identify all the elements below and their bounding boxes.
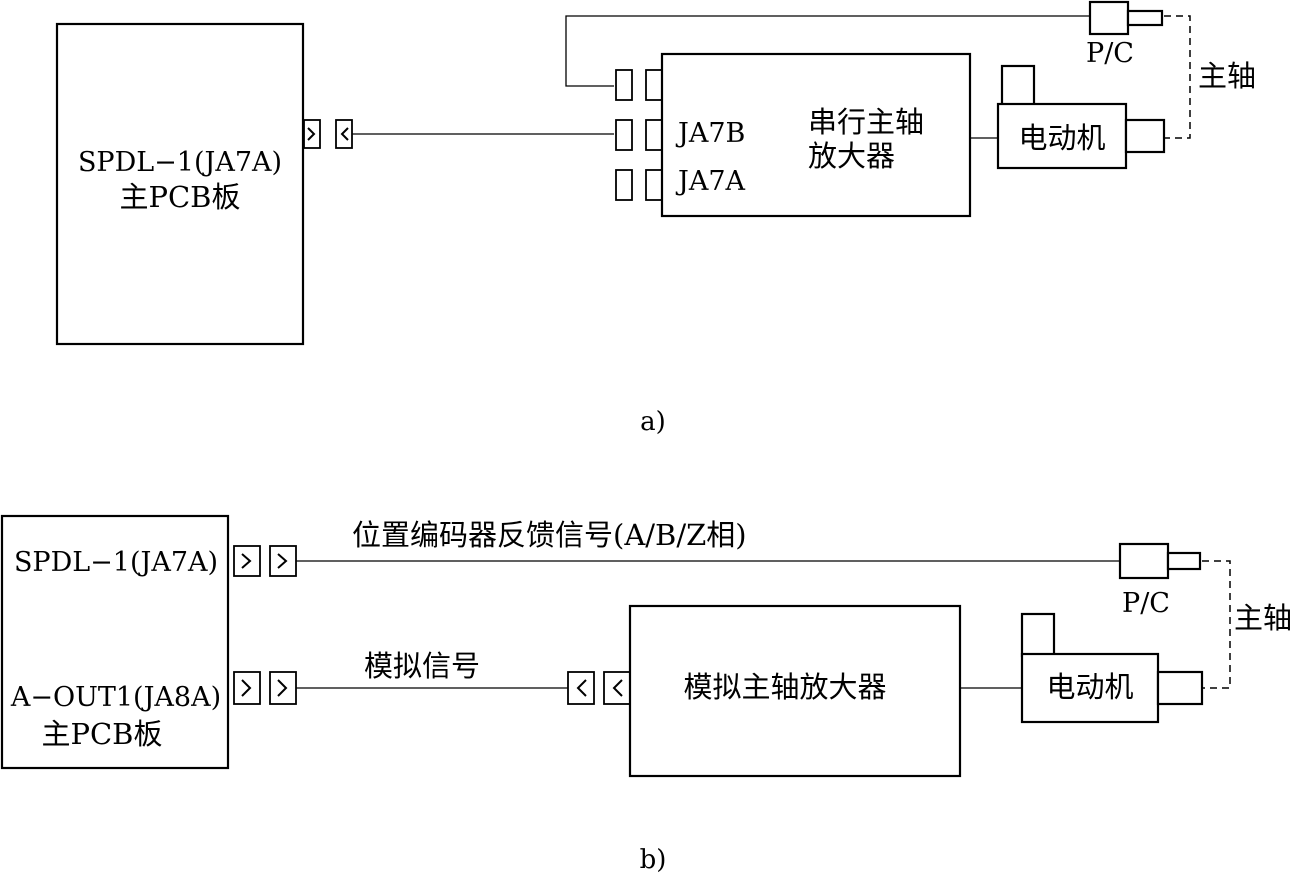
a-position-coder-label: P/C — [1086, 38, 1134, 69]
b-aout-connector — [233, 671, 297, 705]
a-port-ja7a-label: JA7A — [675, 166, 746, 197]
diagram-b: SPDL−1(JA7A) A−OUT1(JA8A) 主PCB板 位置编码器反馈信… — [0, 514, 1292, 875]
b-position-coder — [1118, 542, 1202, 580]
b-pcb-label-spdl: SPDL−1(JA7A) — [14, 547, 218, 578]
a-feedback-wire — [565, 15, 1090, 87]
b-motor — [1020, 612, 1204, 724]
b-caption: b) — [640, 845, 667, 875]
a-spindle-link — [1164, 15, 1191, 139]
a-amp-label-line1: 串行主轴 — [808, 105, 924, 139]
b-motor-label: 电动机 — [1046, 670, 1133, 704]
a-motor — [996, 64, 1166, 170]
a-motor-label: 电动机 — [1018, 121, 1105, 155]
b-spindle-link — [1202, 560, 1231, 689]
b-analog-signal-label: 模拟信号 — [364, 649, 480, 683]
a-main-pcb-board — [55, 22, 305, 346]
a-spindle-label: 主轴 — [1198, 59, 1256, 93]
a-pcb-label-connector: SPDL−1(JA7A) — [78, 147, 282, 178]
a-pcb-label-board: 主PCB板 — [119, 180, 240, 214]
b-feedback-signal-label: 位置编码器反馈信号(A/B/Z相) — [352, 518, 747, 552]
b-main-pcb-board — [0, 514, 230, 770]
b-analog-spindle-amplifier — [628, 604, 962, 778]
a-pcb-connector — [303, 119, 353, 149]
b-spindle-label: 主轴 — [1234, 601, 1292, 635]
b-spdl-connector — [233, 545, 297, 577]
a-serial-spindle-amplifier — [660, 52, 972, 218]
diagram-a: SPDL−1(JA7A) 主PCB板 JA7B JA7A 串行主轴 放大器 — [55, 0, 1256, 437]
b-amp-connector — [567, 671, 631, 705]
b-position-coder-label: P/C — [1122, 588, 1170, 619]
a-port-ja7b-label: JA7B — [675, 118, 745, 149]
a-position-coder — [1088, 0, 1164, 36]
a-caption: a) — [640, 407, 666, 437]
a-amp-connectors — [615, 69, 663, 201]
b-pcb-label-aout: A−OUT1(JA8A) — [10, 682, 221, 713]
b-amp-label: 模拟主轴放大器 — [683, 670, 886, 704]
b-pcb-label-board: 主PCB板 — [41, 717, 162, 751]
a-amp-label-line2: 放大器 — [808, 139, 895, 173]
